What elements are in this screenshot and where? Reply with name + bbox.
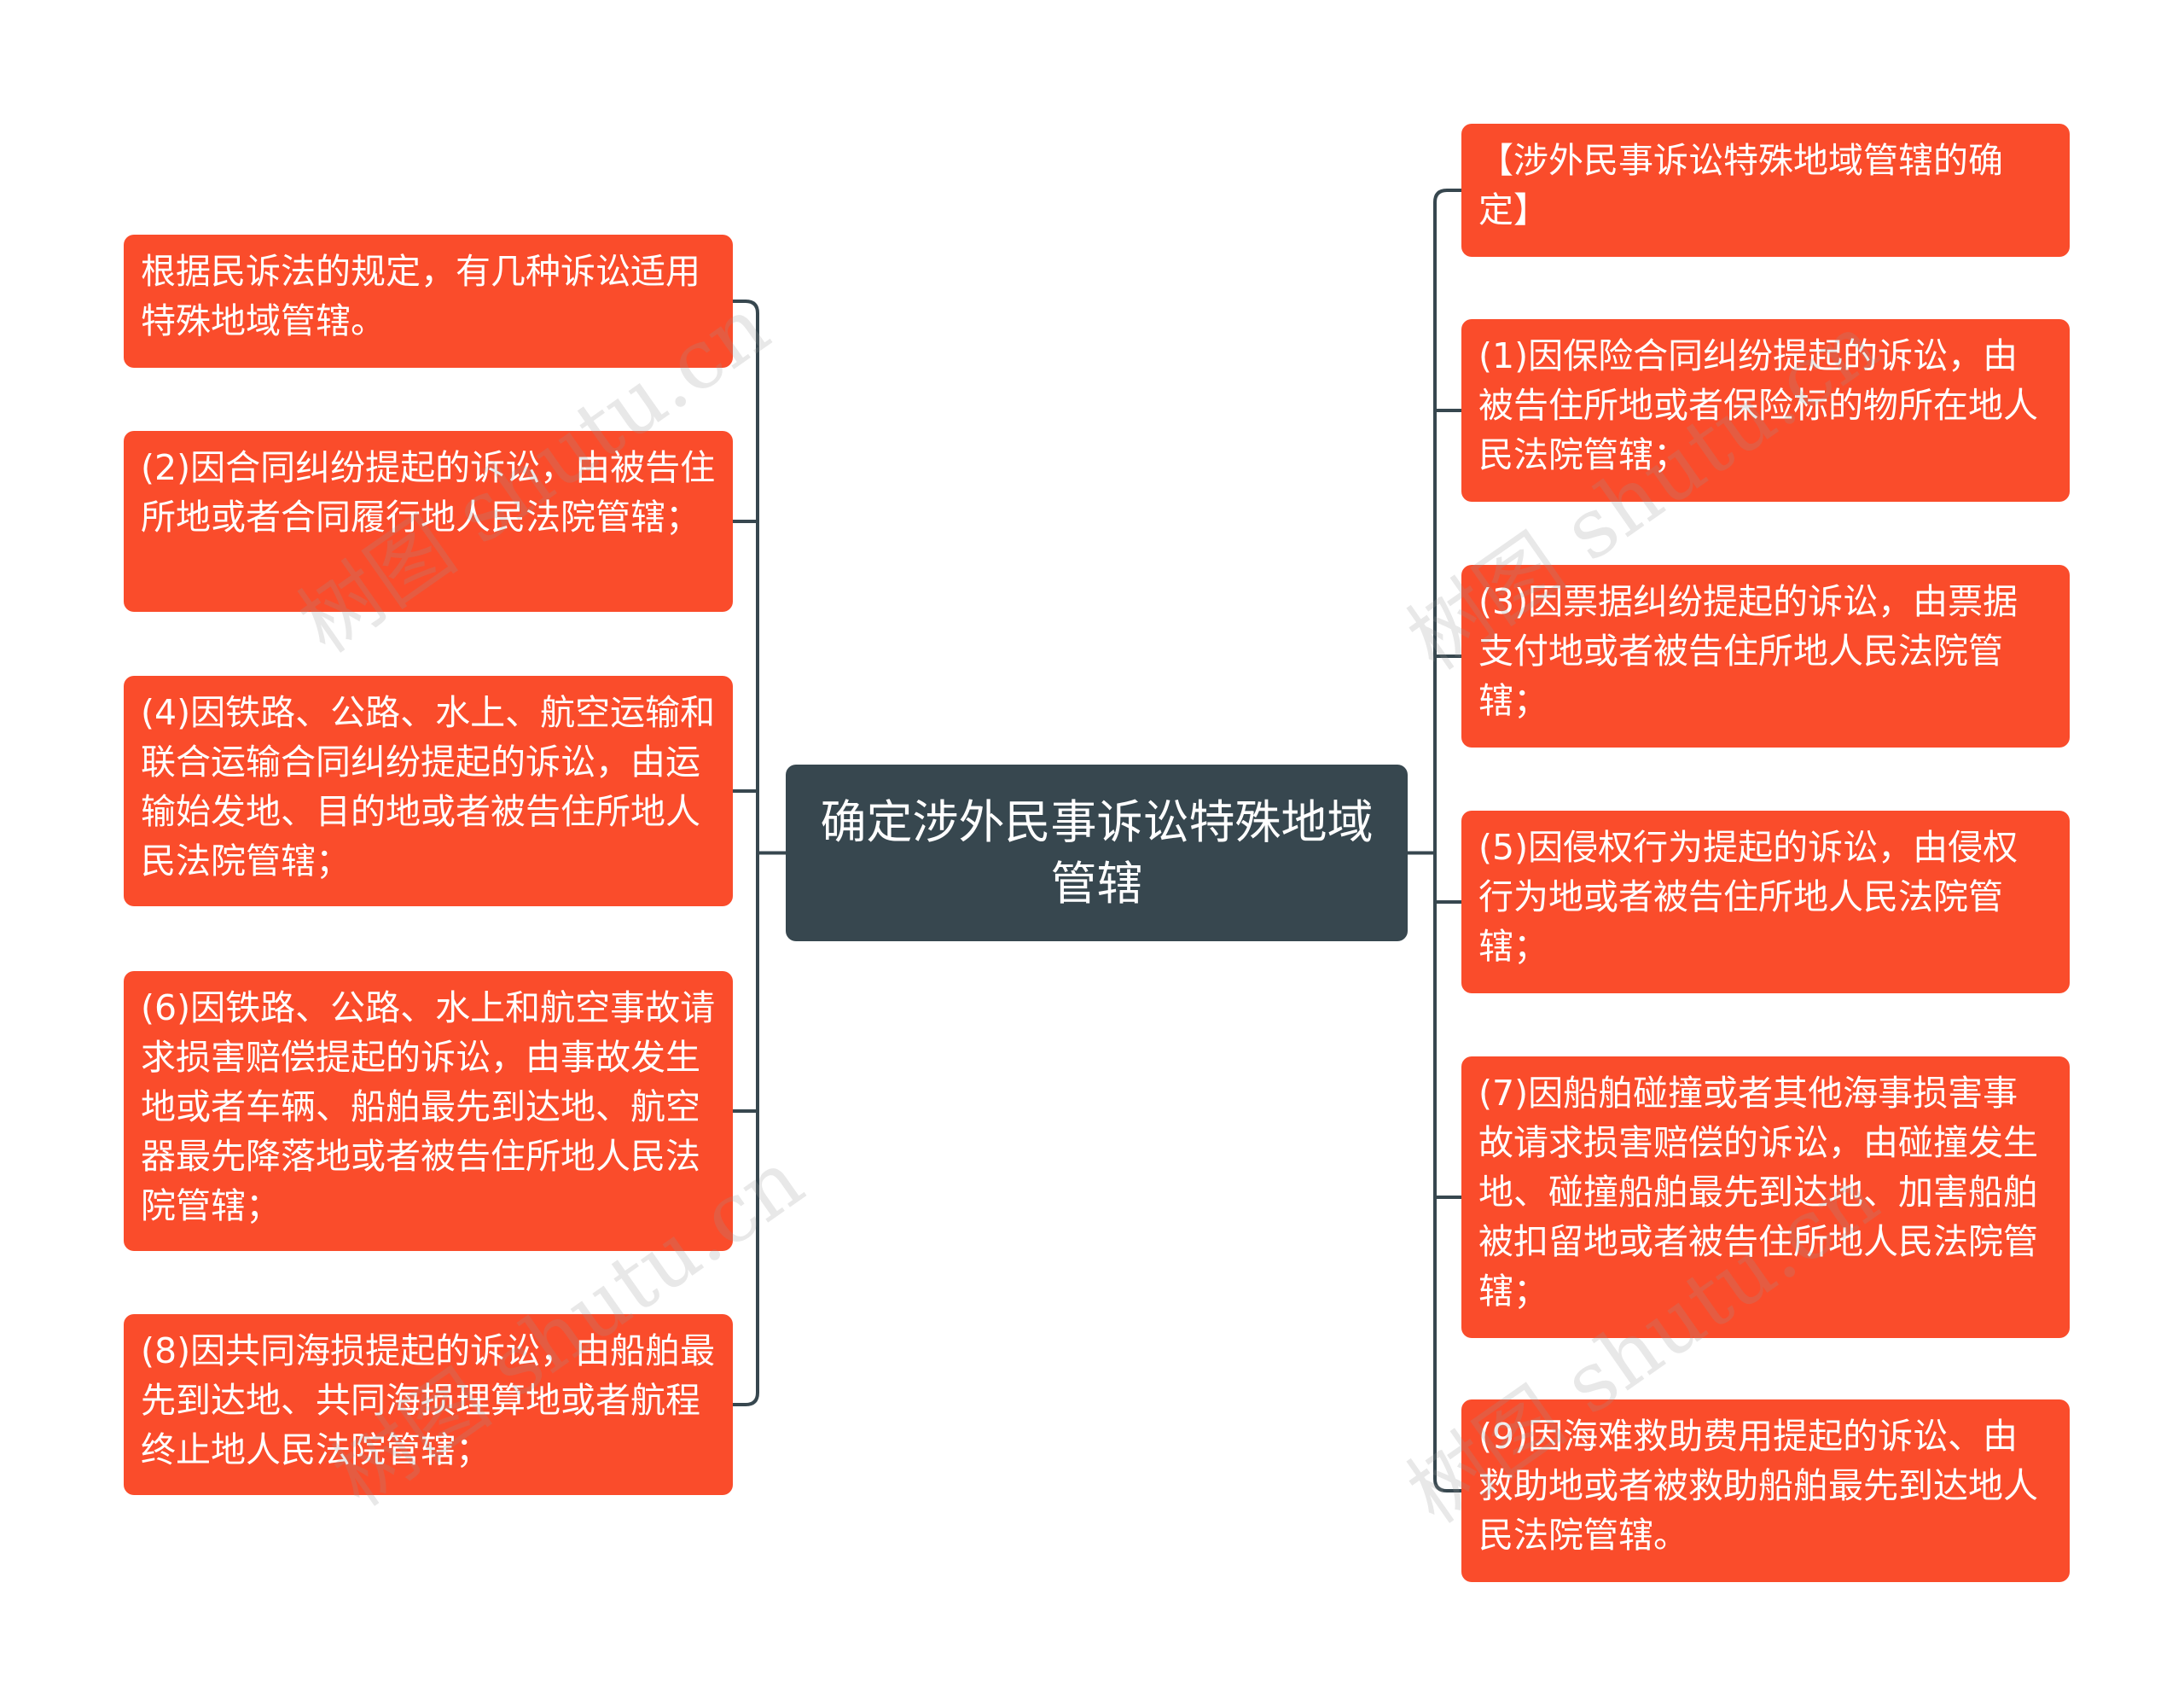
- left-topic-2[interactable]: (2)因合同纠纷提起的诉讼，由被告住所地或者合同履行地人民法院管辖；: [124, 431, 733, 612]
- right-topic-1[interactable]: 【涉外民事诉讼特殊地域管辖的确定】: [1461, 124, 2070, 257]
- left-topic-4[interactable]: (6)因铁路、公路、水上和航空事故请求损害赔偿提起的诉讼，由事故发生地或者车辆、…: [124, 971, 733, 1251]
- right-topic-3[interactable]: (3)因票据纠纷提起的诉讼，由票据支付地或者被告住所地人民法院管辖；: [1461, 565, 2070, 748]
- left-branch-1: [733, 300, 759, 314]
- left-topic-3[interactable]: (4)因铁路、公路、水上、航空运输和联合运输合同纠纷提起的诉讼，由运输始发地、目…: [124, 676, 733, 906]
- left-topic-5[interactable]: (8)因共同海损提起的诉讼，由船舶最先到达地、共同海损理算地或者航程终止地人民法…: [124, 1314, 733, 1495]
- right-branch-6: [1433, 1478, 1461, 1492]
- right-topic-6[interactable]: (9)因海难救助费用提起的诉讼、由救助地或者被救助船舶最先到达地人民法院管辖。: [1461, 1399, 2070, 1582]
- right-topic-4[interactable]: (5)因侵权行为提起的诉讼，由侵权行为地或者被告住所地人民法院管辖；: [1461, 811, 2070, 993]
- right-topic-2[interactable]: (1)因保险合同纠纷提起的诉讼，由被告住所地或者保险标的物所在地人民法院管辖；: [1461, 319, 2070, 502]
- right-branch-1: [1433, 189, 1461, 203]
- left-branch-5: [733, 1392, 759, 1406]
- root-topic[interactable]: 确定涉外民事诉讼特殊地域管辖: [786, 765, 1408, 941]
- left-topic-1[interactable]: 根据民诉法的规定，有几种诉讼适用特殊地域管辖。: [124, 235, 733, 368]
- right-topic-5[interactable]: (7)因船舶碰撞或者其他海事损害事故请求损害赔偿的诉讼，由碰撞发生地、碰撞船舶最…: [1461, 1056, 2070, 1338]
